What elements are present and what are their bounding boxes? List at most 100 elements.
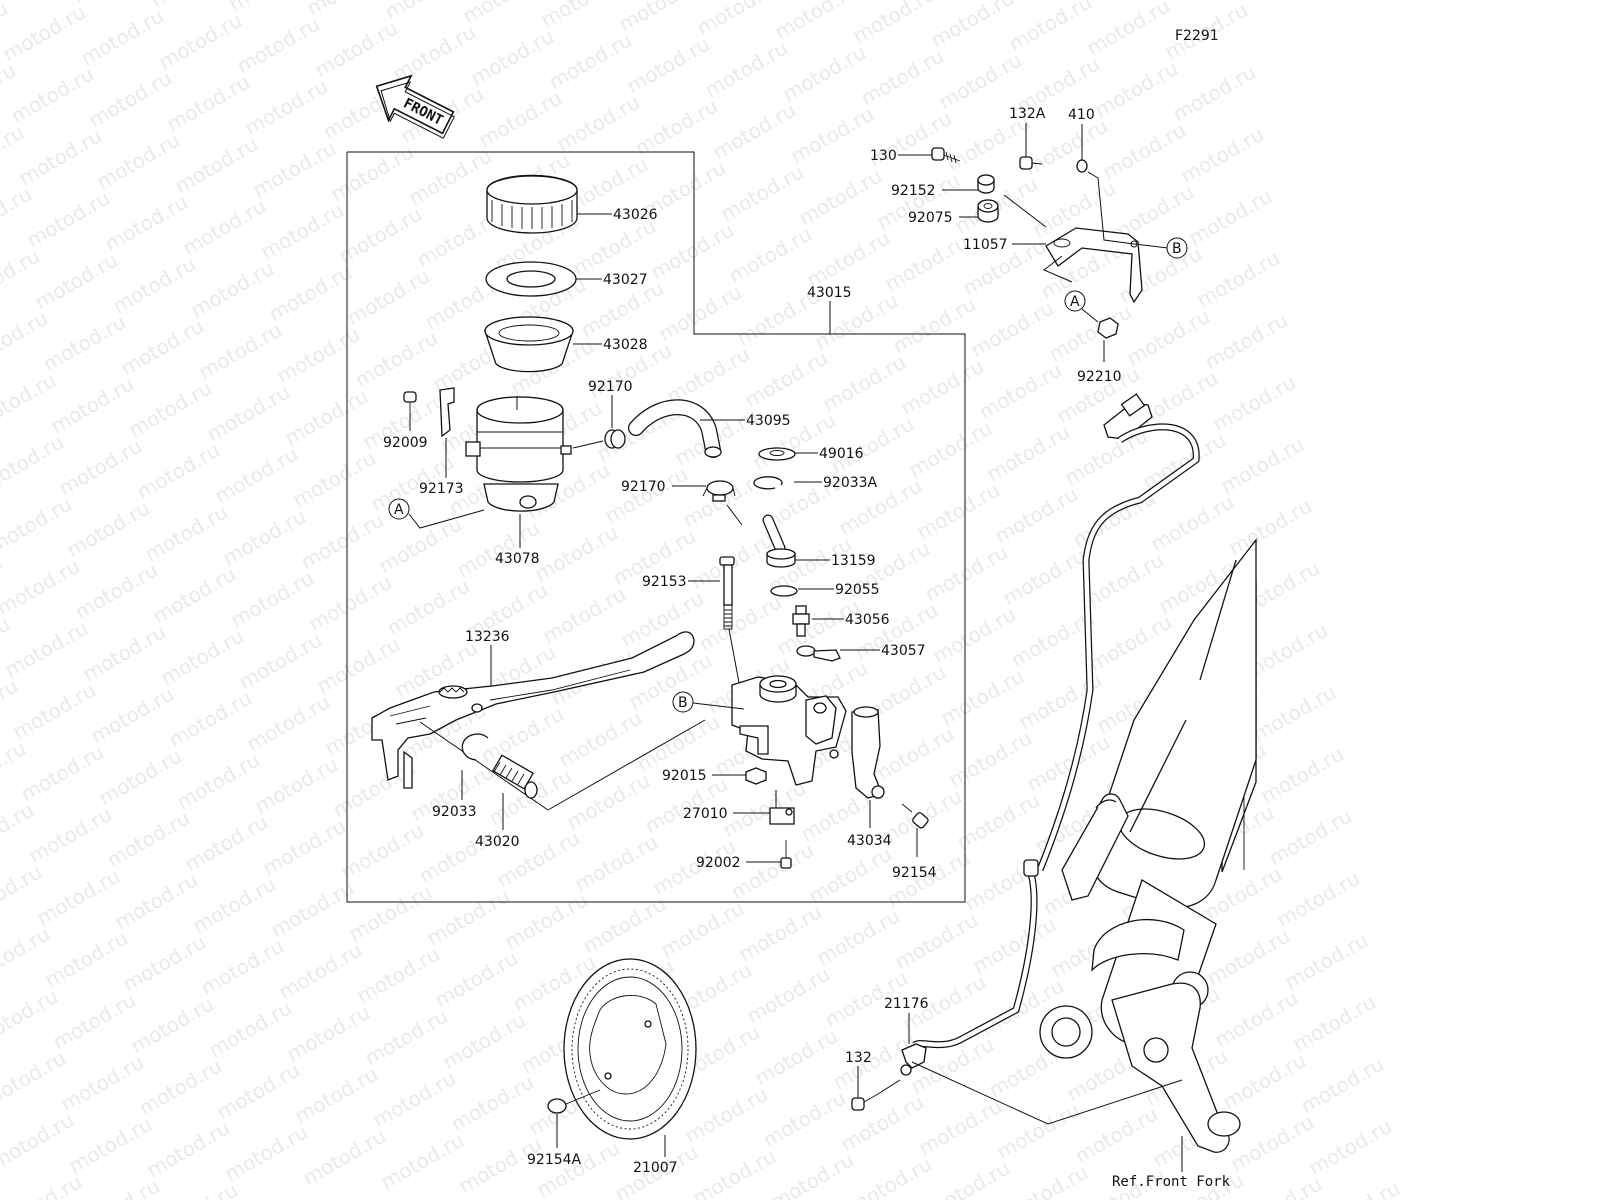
callout-a-bracket: A [1064, 290, 1086, 312]
master-cylinder-body [731, 675, 847, 786]
watermark-text: motod.ru [1123, 304, 1214, 371]
reservoir-diaphragm [484, 316, 574, 373]
watermark-text: motod.ru [1235, 1172, 1326, 1200]
watermark-text: motod.ru [289, 446, 380, 513]
watermark-text: motod.ru [695, 590, 786, 657]
part-43095: 43095 [746, 413, 791, 429]
watermark-text: motod.ru [945, 726, 1036, 793]
bleeder-43056 [792, 605, 810, 637]
watermark-text: motod.ru [467, 24, 558, 91]
cap-49016 [758, 447, 796, 461]
watermark-text: motod.ru [881, 230, 972, 297]
watermark-text: motod.ru [151, 1178, 242, 1200]
watermark-text: motod.ru [345, 880, 436, 947]
watermark-text: motod.ru [155, 8, 246, 75]
watermark-text: motod.ru [173, 748, 264, 815]
part-132: 132 [845, 1050, 872, 1066]
watermark-text: motod.ru [377, 1128, 468, 1195]
watermark-text: motod.ru [87, 682, 178, 749]
watermark-text: motod.ru [0, 1108, 78, 1175]
part-410: 410 [1068, 107, 1095, 123]
watermark-text: motod.ru [889, 292, 980, 359]
watermark-text: motod.ru [103, 806, 194, 873]
watermark-text: motod.ru [241, 74, 332, 141]
assembly-boundary [346, 151, 966, 903]
watermark-text: motod.ru [1169, 60, 1260, 127]
watermark-text: motod.ru [327, 140, 418, 207]
watermark-text: motod.ru [149, 562, 240, 629]
watermark-text: motod.ru [311, 16, 402, 83]
watermark-text: motod.ru [891, 908, 982, 975]
watermark-text: motod.ru [975, 358, 1066, 425]
watermark-text: motod.ru [1045, 300, 1136, 367]
watermark-text: motod.ru [0, 1170, 86, 1200]
watermark-text: motod.ru [1219, 1048, 1310, 1115]
watermark-text: motod.ru [275, 938, 366, 1005]
watermark-text: motod.ru [849, 0, 940, 48]
watermark-text: motod.ru [741, 346, 832, 413]
watermark-text: motod.ru [905, 416, 996, 483]
watermark-text: motod.ru [221, 1120, 312, 1187]
pin-92153 [719, 556, 735, 630]
screw-92009 [403, 391, 417, 413]
watermark-text: motod.ru [475, 86, 566, 153]
watermark-text: motod.ru [725, 222, 816, 289]
watermark-text: motod.ru [181, 810, 272, 877]
watermark-text: motod.ru [743, 962, 834, 1029]
part-92170-top: 92170 [588, 379, 633, 395]
watermark-text: motod.ru [1257, 742, 1348, 809]
watermark-text: motod.ru [601, 462, 692, 529]
reservoir-plate [485, 261, 577, 297]
piston-43020 [492, 754, 538, 799]
watermark-text: motod.ru [937, 664, 1028, 731]
watermark-text: motod.ru [369, 1066, 460, 1133]
abs-rotor-21007 [563, 958, 697, 1140]
watermark-text: motod.ru [283, 1000, 374, 1067]
screw-92154A [547, 1089, 601, 1114]
watermark-text: motod.ru [1217, 432, 1308, 499]
watermark-text: motod.ru [1085, 610, 1176, 677]
diagram-code: F2291 [1175, 28, 1219, 44]
watermark-text: motod.ru [73, 1174, 164, 1200]
watermark-text: motod.ru [447, 1070, 538, 1137]
watermark-text: motod.ru [991, 482, 1082, 549]
watermark-text: motod.ru [147, 0, 238, 12]
watermark-text: motod.ru [787, 102, 878, 169]
watermark-text: motod.ru [1083, 0, 1174, 60]
watermark-text: motod.ru [101, 190, 192, 257]
watermark-text: motod.ru [165, 686, 256, 753]
watermark-text: motod.ru [351, 326, 442, 393]
watermark-text: motod.ru [1001, 1160, 1092, 1200]
watermark-text: motod.ru [1313, 1176, 1404, 1200]
grommet-92075 [977, 199, 999, 223]
watermark-text: motod.ru [819, 350, 910, 417]
washer-410 [1076, 159, 1088, 173]
watermark-text: motod.ru [93, 128, 184, 195]
part-11057: 11057 [963, 237, 1008, 253]
watermark-text: motod.ru [1297, 1052, 1388, 1119]
watermark-text: motod.ru [845, 1152, 936, 1200]
watermark-text: motod.ru [179, 194, 270, 261]
watermark-text: motod.ru [805, 842, 896, 909]
watermark-text: motod.ru [133, 438, 224, 505]
watermark-text: motod.ru [759, 1086, 850, 1153]
watermark-text: motod.ru [1281, 928, 1372, 995]
watermark-text: motod.ru [813, 904, 904, 971]
watermark-text: motod.ru [545, 28, 636, 95]
watermark-text: motod.ru [1147, 490, 1238, 557]
watermark-text: motod.ru [1139, 428, 1230, 495]
fitting-13159 [762, 514, 796, 568]
callout-a-reservoir: A [388, 498, 410, 520]
watermark-text: motod.ru [291, 1062, 382, 1129]
watermark-text: motod.ru [779, 40, 870, 107]
watermark-text: motod.ru [39, 310, 130, 377]
part-21007: 21007 [633, 1160, 678, 1176]
watermark-text: motod.ru [709, 98, 800, 165]
watermark-text: motod.ru [501, 888, 592, 955]
watermark-text: motod.ru [681, 1082, 772, 1149]
watermark-text: motod.ru [405, 144, 496, 211]
watermark-text: motod.ru [633, 710, 724, 777]
part-13159: 13159 [831, 553, 876, 569]
watermark-text: motod.ru [57, 1050, 148, 1117]
watermark-text: motod.ru [767, 1148, 858, 1200]
